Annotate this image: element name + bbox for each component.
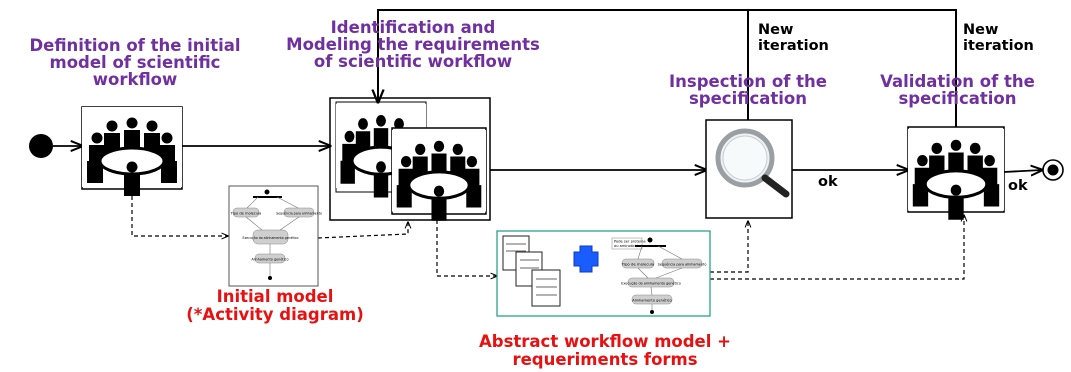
mini-note-line1: Pode ser proteína [614, 240, 646, 244]
form-pages-icon [502, 235, 561, 307]
iteration-b-line2: iteration [963, 38, 1034, 54]
step2-label-line2: Modeling the requirements [286, 35, 540, 54]
mini-abs-node-3: Execução do alinhamento genético [621, 282, 681, 286]
step2-label-line1: Identification and [330, 18, 496, 37]
step4-label-line1: Validation of the [880, 72, 1035, 91]
initial-model-activity-diagram: Tipo de molecula Sequência para alinhame… [228, 185, 322, 287]
step3-label-line2: specification [688, 89, 808, 108]
dashed-step2-to-abstract-model [436, 220, 497, 276]
iteration-label-b: New iteration [963, 22, 1034, 54]
step4-label-line2: specification [898, 89, 1017, 108]
iteration-label-a: New iteration [758, 22, 829, 54]
dashed-initial-model-to-step2 [317, 222, 408, 239]
artifact1-line1: Initial model [216, 287, 334, 306]
connector-icon [573, 245, 599, 273]
flow-step4-to-end [1003, 170, 1042, 172]
end-node-icon [1042, 159, 1064, 181]
mini-abs-node-1: Tipo de molecula [621, 262, 654, 267]
step2-meeting-icon-front [392, 127, 486, 221]
step3-label: Inspection of the specification [638, 73, 858, 107]
start-node-icon [29, 134, 53, 158]
iteration-a-line2: iteration [758, 38, 829, 54]
abstract-workflow-model: Pode ser proteína ou aminoácido Tipo de … [496, 230, 711, 317]
mini-node-2: Sequência para alinhamento [276, 212, 322, 216]
step3-label-line1: Inspection of the [669, 72, 827, 91]
step2-label: Identification and Modeling the requirem… [278, 19, 548, 70]
artifact2-label: Abstract workflow model + requeriments f… [440, 333, 770, 369]
step1-label: Definition of the initial model of scien… [10, 37, 260, 88]
iteration-a-line1: New [758, 22, 794, 38]
iteration-b-line1: New [963, 22, 999, 38]
artifact1-line2: (*Activity diagram) [186, 305, 364, 324]
mini-abs-node-4: Alinhamento genético [632, 299, 672, 303]
ok-label-b: ok [1008, 178, 1028, 194]
mini-node-3: Execução do alinhamento genético [242, 236, 298, 240]
mini-node-1: Tipo de molecula [230, 212, 262, 216]
dashed-abstract-to-step3 [710, 221, 748, 273]
step2-container [329, 97, 491, 221]
iteration-loop-line [378, 9, 957, 127]
mini-node-4: Alinhamento genético [251, 258, 288, 262]
step1-label-line3: workflow [92, 70, 178, 89]
artifact2-line1: Abstract workflow model + [479, 332, 731, 351]
dashed-abstract-to-step4 [710, 215, 964, 280]
mini-note-line2: ou aminoácido [614, 244, 640, 248]
artifact1-label: Initial model (*Activity diagram) [160, 288, 390, 324]
step2-label-line3: of scientific workflow [313, 52, 513, 71]
step1-label-line1: Definition of the initial [29, 36, 241, 55]
dashed-step1-to-initial-model [131, 189, 228, 236]
magnifier-icon [705, 119, 793, 219]
step4-meeting-icon [908, 126, 1004, 220]
step1-meeting-icon [82, 107, 182, 196]
ok-label-a: ok [818, 174, 838, 190]
step1-label-line2: model of scientific [49, 53, 221, 72]
mini-abs-node-2: Sequência para alinhamento [658, 263, 707, 267]
artifact2-line2: requeriments forms [512, 350, 698, 369]
step4-label: Validation of the specification [855, 73, 1060, 107]
